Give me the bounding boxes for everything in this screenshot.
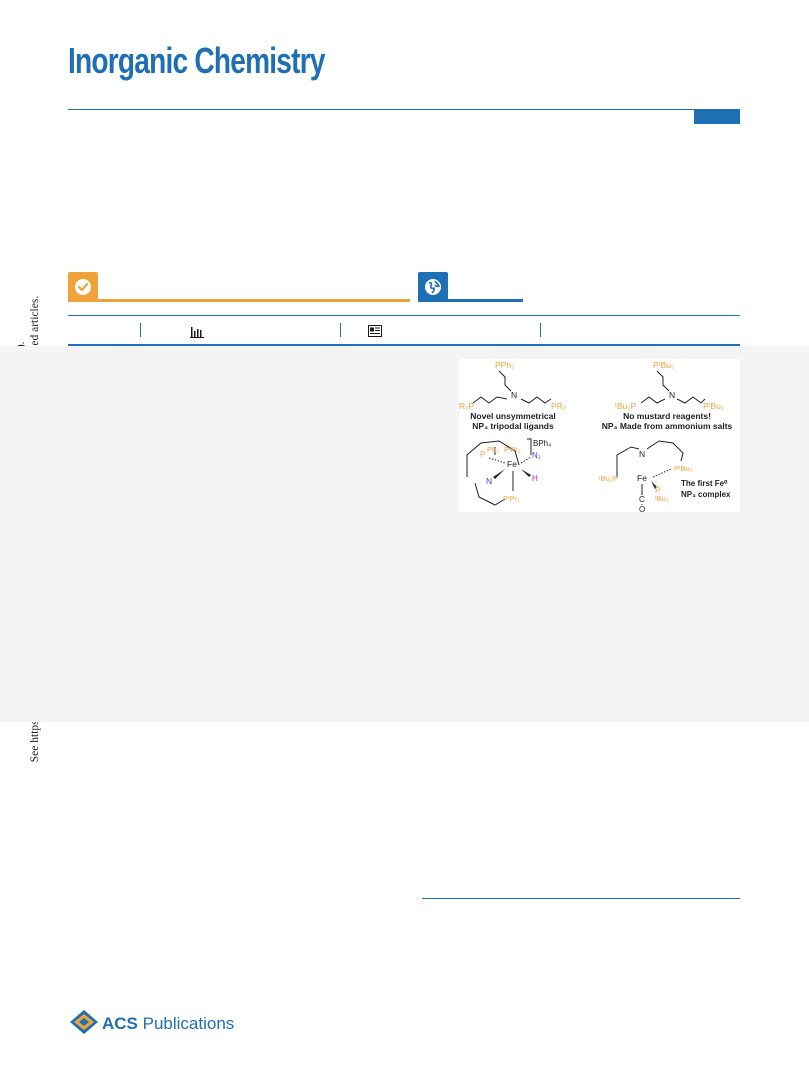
tl-caption-2: NP₃ tripodal ligands [472, 421, 554, 431]
bl-h: H [532, 474, 538, 483]
bl-counterion: BPh₄ [533, 439, 551, 448]
tl-label-right: PR₂ [551, 401, 566, 411]
br-caption-1: The first Fe⁰ [681, 479, 728, 488]
bl-fe: Fe [507, 459, 517, 469]
tr-label-left: ᵗBu₂P [615, 401, 637, 411]
tr-caption-1: No mustard reagents! [623, 411, 711, 421]
tl-label-left: R₂P [459, 401, 474, 411]
br-caption-2: NP₃ complex [681, 490, 731, 499]
tl-label-n: N [511, 390, 517, 400]
bl-p: P [480, 450, 485, 459]
check-badge-bar [68, 299, 410, 302]
header-tab [694, 110, 740, 124]
bl-n2: N₂ [532, 451, 541, 460]
metrics-bottom-rule [68, 344, 740, 346]
tr-caption-2: NP₃ Made from ammonium salts [602, 421, 733, 431]
metrics-top-rule [68, 315, 740, 316]
metrics-separator [140, 323, 141, 337]
tr-label-n: N [669, 390, 675, 400]
br-p: P [655, 486, 660, 495]
article-icon[interactable] [368, 325, 382, 337]
acs-hexagon-icon[interactable] [68, 1008, 100, 1036]
toc-graphic-svg: PPh₂ N R₂P PR₂ Novel unsymmetrical NP₃ t… [459, 360, 733, 514]
br-n: N [639, 449, 645, 459]
bl-ph2: Ph₂ [487, 445, 499, 454]
footnote-divider [422, 898, 740, 899]
check-icon [75, 279, 91, 295]
header-divider [68, 109, 740, 110]
globe-badge-bar [418, 299, 523, 302]
tr-label-right: PᵗBu₂ [703, 401, 724, 411]
br-co-o: O [639, 505, 645, 512]
br-ptbu2: PᵗBu₂ [674, 464, 693, 473]
publisher-logo-suffix: Publications [137, 1014, 235, 1033]
bar-chart-icon[interactable] [190, 325, 204, 338]
br-co-c: C [639, 495, 645, 504]
br-tbu2: ᵗBu₂ [655, 494, 669, 503]
tl-label-top: PPh₂ [495, 360, 514, 370]
metrics-separator [540, 323, 541, 337]
metrics-separator [340, 323, 341, 337]
publisher-logo[interactable]: ACS Publications [102, 1014, 234, 1034]
tr-label-top: PᵗBu₂ [653, 360, 674, 370]
check-badge[interactable] [68, 272, 98, 302]
bl-pipr2-top: PⁱPr₂ [504, 445, 521, 454]
br-tbu2p: ᵗBu₂P [599, 474, 618, 483]
bl-pipr2-bottom: PⁱPr₂ [503, 494, 520, 503]
bl-n: N [486, 476, 492, 486]
globe-icon [425, 279, 441, 295]
publisher-logo-prefix: ACS [102, 1014, 138, 1033]
tl-caption-1: Novel unsymmetrical [470, 411, 556, 421]
journal-title[interactable]: Inorganic Chemistry [68, 40, 325, 81]
br-fe: Fe [637, 473, 647, 483]
toc-graphic[interactable]: PPh₂ N R₂P PR₂ Novel unsymmetrical NP₃ t… [459, 359, 740, 514]
globe-badge[interactable] [418, 272, 448, 302]
